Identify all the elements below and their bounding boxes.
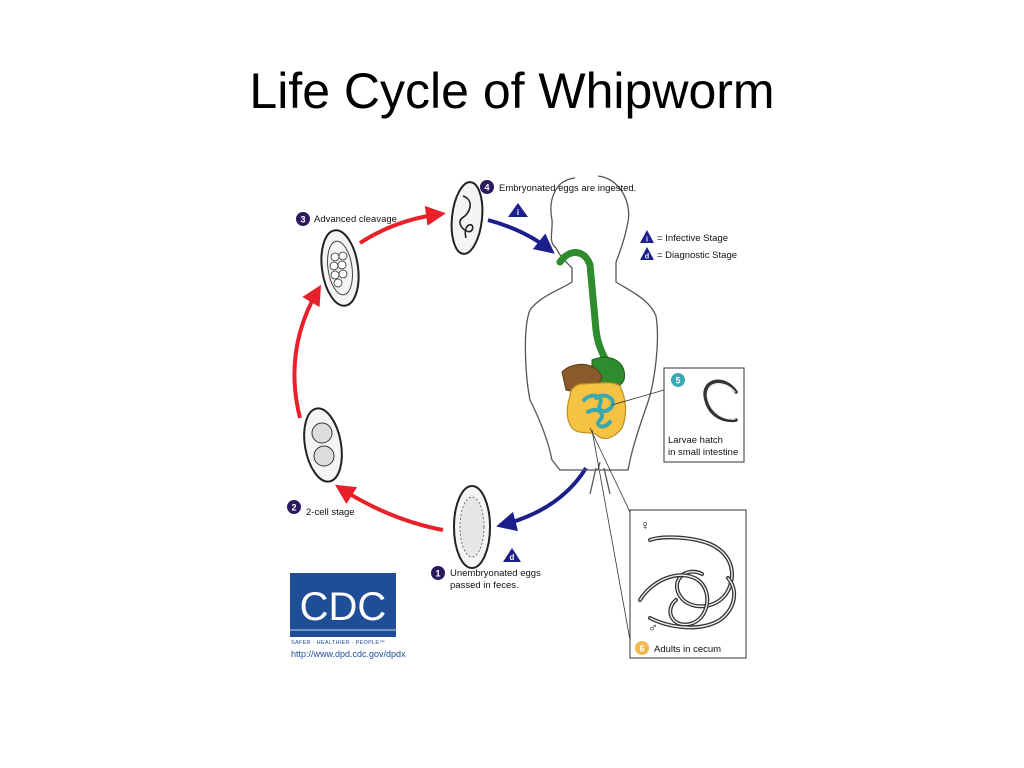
female-symbol: ♀ — [640, 517, 651, 533]
stage-6-label: Adults in cecum — [654, 644, 721, 655]
diagnostic-stage-marker: d — [503, 548, 521, 562]
male-symbol: ♂ — [648, 620, 658, 635]
stage-2-label: 2-cell stage — [306, 507, 355, 518]
stage-3-number: 3 — [300, 215, 305, 225]
egg-unembryonated — [453, 485, 491, 569]
adults-box — [629, 509, 747, 659]
larva-image — [703, 379, 738, 423]
svg-text:d: d — [510, 553, 515, 562]
digestive-tract — [556, 249, 627, 440]
legend-infective-label: = Infective Stage — [657, 233, 728, 244]
stage-6-badge — [635, 641, 649, 655]
stage-3-label: Advanced cleavage — [314, 214, 397, 225]
egg-embryonated — [450, 181, 484, 255]
callout-line-6a — [589, 427, 631, 513]
cdc-logo-text: CDC — [300, 585, 387, 629]
arrow-3-to-4 — [358, 205, 446, 245]
arrow-4-to-host — [487, 218, 555, 254]
stage-3-badge — [296, 212, 310, 226]
arrow-host-to-1 — [496, 466, 588, 532]
stage-1-number: 1 — [435, 569, 440, 579]
egg-advanced-cleavage — [320, 229, 360, 307]
callout-line-6b — [591, 429, 631, 641]
svg-text:i: i — [517, 208, 519, 217]
legend-infective-symbol: i — [646, 237, 648, 244]
legend-diagnostic-symbol: d — [645, 254, 649, 261]
cdc-url: http://www.dpd.cdc.gov/dpdx — [291, 649, 406, 659]
cdc-tagline: SAFER · HEALTHIER · PEOPLE™ — [291, 640, 385, 646]
stage-1-label-line1: Unembryonated eggs — [450, 568, 541, 579]
stage-1-label-line2: passed in feces. — [450, 580, 519, 591]
callout-line-5 — [611, 389, 665, 406]
slide-title: Life Cycle of Whipworm — [249, 63, 775, 119]
stage-2-badge — [287, 500, 301, 514]
arrow-1-to-2 — [334, 484, 444, 532]
egg-2-cell — [303, 407, 343, 483]
stage-5-number: 5 — [675, 376, 680, 386]
infective-stage-marker: i — [508, 203, 528, 217]
stage-5-badge — [671, 373, 685, 387]
legend-diagnostic-label: = Diagnostic Stage — [657, 250, 737, 261]
human-host-figure — [524, 175, 659, 495]
stage-5-label-line2: in small intestine — [668, 447, 738, 458]
legend: i = Infective Stage d = Diagnostic Stage — [640, 230, 737, 261]
stage-1-badge — [431, 566, 445, 580]
cdc-logo: CDC — [290, 573, 396, 637]
stage-4-number: 4 — [484, 183, 489, 193]
stage-6-number: 6 — [639, 644, 644, 654]
stage-4-badge — [480, 180, 494, 194]
stage-5-label-line1: Larvae hatch — [668, 435, 723, 446]
stage-2-number: 2 — [291, 503, 296, 513]
arrow-2-to-3 — [292, 284, 322, 419]
adult-worms-image — [638, 535, 737, 630]
stage-4-label: Embryonated eggs are ingested. — [499, 183, 636, 194]
